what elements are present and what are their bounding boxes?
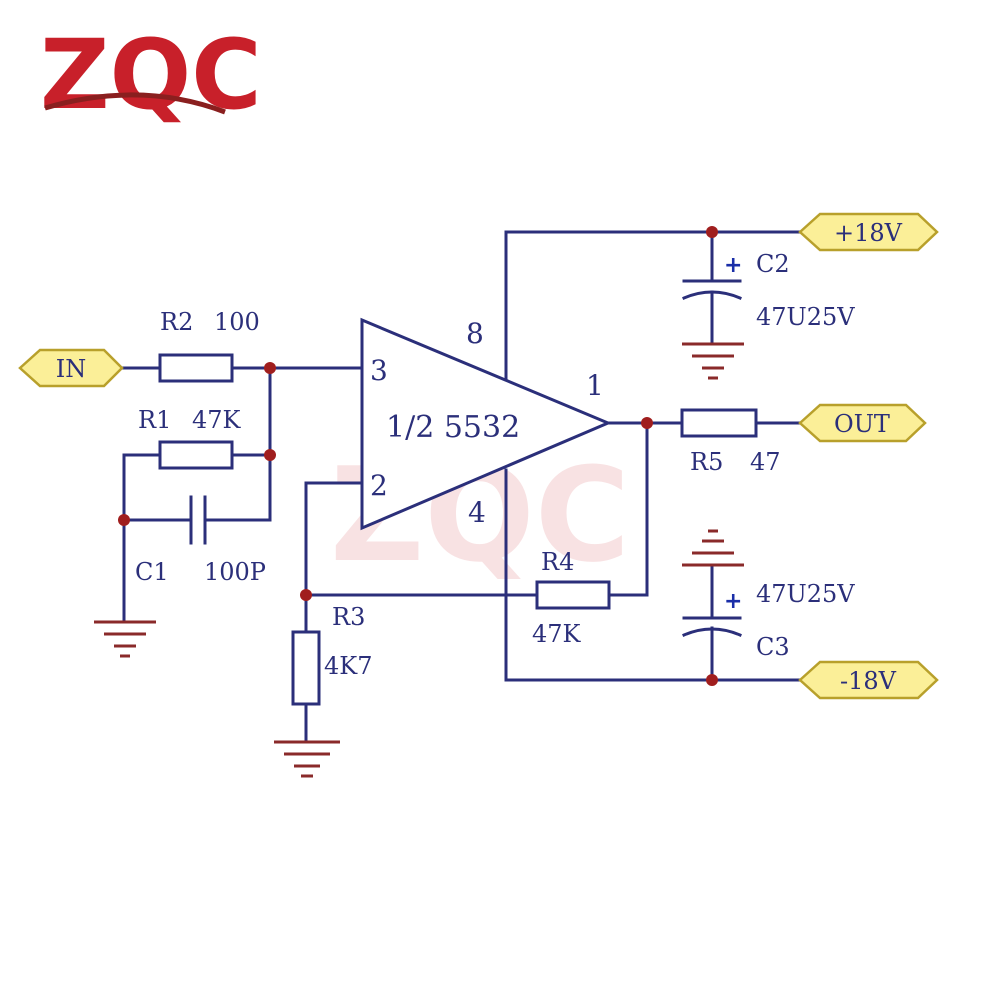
r3-value: 4K7 [324,652,372,680]
c2-ref: C2 [756,250,790,278]
logo-swoosh [44,92,226,115]
wires [120,230,802,744]
port-vneg: -18V [798,660,939,700]
resistor-r4: R4 47K [532,548,611,648]
c2-polarity: + [724,253,742,278]
c3-value: 47U25V [756,580,855,608]
pin-vpos: 8 [466,317,484,350]
r1-ref: R1 [138,406,171,434]
resistor-r3: R3 4K7 [291,603,372,706]
opamp-5532: 1/2 5532 3 2 1 8 4 [360,317,612,531]
capacitor-c1: C1 100P [135,495,266,586]
resistor-r1: R1 47K [138,406,242,470]
r5-ref: R5 [690,448,723,476]
c3-polarity: + [724,589,742,614]
junctions [118,226,718,686]
r3-ref: R3 [332,603,365,631]
c1-ref: C1 [135,558,169,586]
c2-value: 47U25V [756,303,855,331]
capacitor-c3: + 47U25V C3 [682,580,855,661]
c3-ref: C3 [756,633,790,661]
resistor-r2: R2 100 [158,308,260,383]
ground-r3-icon [274,740,340,778]
r2-ref: R2 [160,308,193,336]
pin-output: 1 [586,369,604,402]
ground-c3-icon [682,529,744,567]
port-in: IN [18,348,124,388]
ground-left-icon [94,620,156,658]
pin-noninverting: 3 [370,354,388,387]
port-out-label: OUT [834,410,890,438]
port-out: OUT [798,403,927,443]
zqc-logo: ZQC [40,19,262,131]
port-vneg-label: -18V [840,667,897,695]
capacitor-c2: + C2 47U25V [682,250,855,331]
pin-vneg: 4 [468,496,486,529]
resistor-r5: R5 47 [680,408,781,476]
c1-value: 100P [204,558,266,586]
r5-value: 47 [750,448,781,476]
port-in-label: IN [56,355,86,383]
pin-inverting: 2 [370,469,388,502]
logo-text: ZQC [40,19,262,131]
r2-value: 100 [214,308,260,336]
r4-ref: R4 [541,548,574,576]
r4-value: 47K [532,620,582,648]
ground-c2-icon [682,342,744,380]
port-vpos: +18V [798,212,939,252]
opamp-label: 1/2 5532 [386,410,520,445]
r1-value: 47K [192,406,242,434]
port-vpos-label: +18V [834,219,903,247]
